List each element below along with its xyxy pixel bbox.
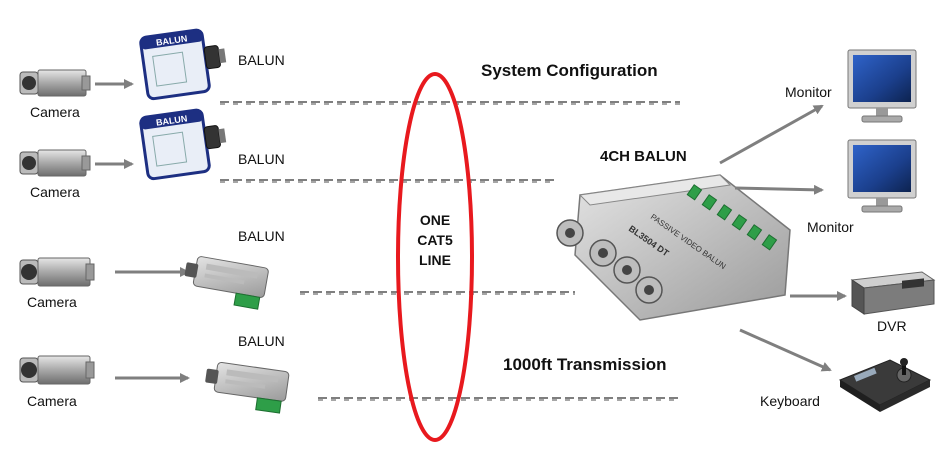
camera-icon — [19, 69, 91, 97]
balun-device — [205, 362, 290, 414]
camera-label: Camera — [27, 393, 77, 409]
center-label-line: CAT5 — [417, 232, 453, 248]
4ch-balun-hub: PASSIVE VIDEO BALUN BL3504 DT — [556, 174, 791, 321]
camera-icon — [19, 257, 95, 287]
flow-arrow — [739, 328, 832, 372]
center-label: ONE CAT5 LINE — [405, 210, 465, 270]
output-label: Monitor — [785, 84, 832, 100]
output-label: Monitor — [807, 219, 854, 235]
camera-label: Camera — [30, 104, 80, 120]
center-label-line: LINE — [419, 252, 451, 268]
diagram-title: System Configuration — [481, 61, 658, 80]
balun-label: BALUN — [238, 151, 285, 167]
balun-device: BALUN — [139, 28, 227, 101]
center-label-line: ONE — [419, 212, 451, 228]
one-line-ellipse — [396, 72, 474, 442]
diagram-subtitle: 1000ft Transmission — [503, 355, 667, 374]
svg-text:BALUN: BALUN — [155, 113, 188, 127]
balun-device — [184, 256, 269, 310]
keyboard-icon — [838, 358, 932, 412]
cat5-cable — [220, 179, 555, 183]
dvr-icon — [850, 271, 936, 315]
balun-device: BALUN — [139, 108, 227, 181]
svg-text:BALUN: BALUN — [155, 33, 188, 47]
balun-label: BALUN — [238, 52, 285, 68]
cat5-cable — [300, 291, 575, 295]
monitor-icon — [847, 49, 917, 123]
flow-arrow — [719, 104, 824, 165]
cat5-cable — [318, 397, 680, 401]
monitor-icon — [847, 139, 917, 213]
output-label: DVR — [877, 318, 907, 334]
balun-label: BALUN — [238, 333, 285, 349]
camera-label: Camera — [30, 184, 80, 200]
cat5-cable — [220, 101, 680, 105]
balun-label: BALUN — [238, 228, 285, 244]
camera-label: Camera — [27, 294, 77, 310]
hub-label: 4CH BALUN — [600, 148, 687, 165]
flow-arrow — [734, 184, 824, 195]
output-label: Keyboard — [760, 393, 820, 409]
camera-icon — [19, 149, 91, 177]
camera-icon — [19, 355, 95, 385]
